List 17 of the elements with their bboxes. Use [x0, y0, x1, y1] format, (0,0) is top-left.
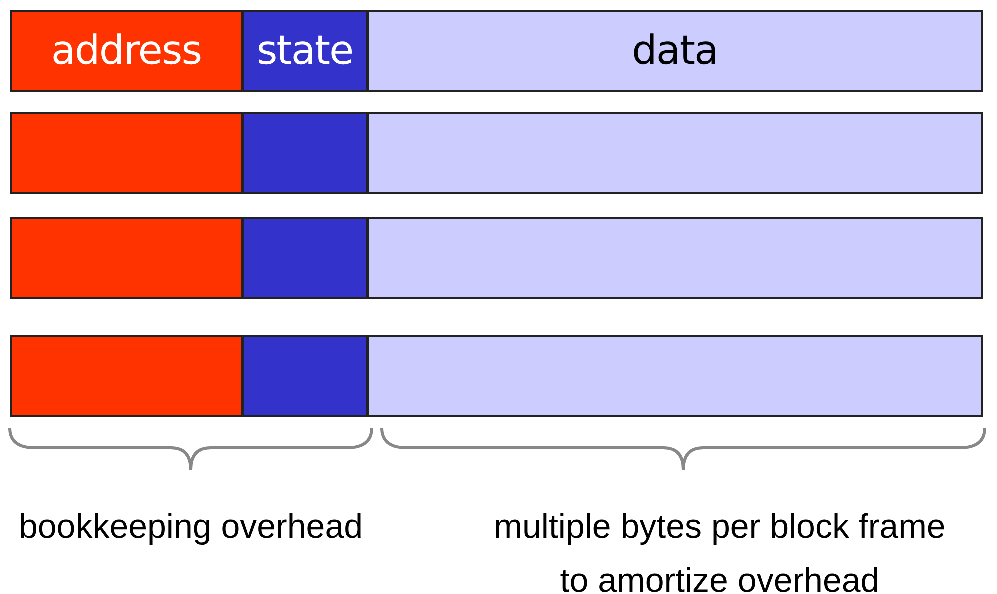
state-field — [242, 10, 368, 92]
data-field — [367, 335, 983, 417]
field-label: data — [632, 27, 718, 76]
state-field — [242, 112, 368, 194]
field-label: state — [256, 27, 354, 76]
data-field — [367, 112, 983, 194]
state-field — [242, 217, 368, 299]
state-field — [242, 335, 368, 417]
data-field — [367, 10, 983, 92]
address-field — [10, 217, 243, 299]
address-field — [10, 335, 243, 417]
address-field — [10, 112, 243, 194]
field-label: address — [51, 27, 202, 76]
brace-caption: bookkeeping overhead — [18, 507, 364, 548]
brace-caption: multiple bytes per block frame to amortize overhead — [493, 507, 947, 594]
address-field — [10, 10, 243, 92]
data-field — [367, 217, 983, 299]
